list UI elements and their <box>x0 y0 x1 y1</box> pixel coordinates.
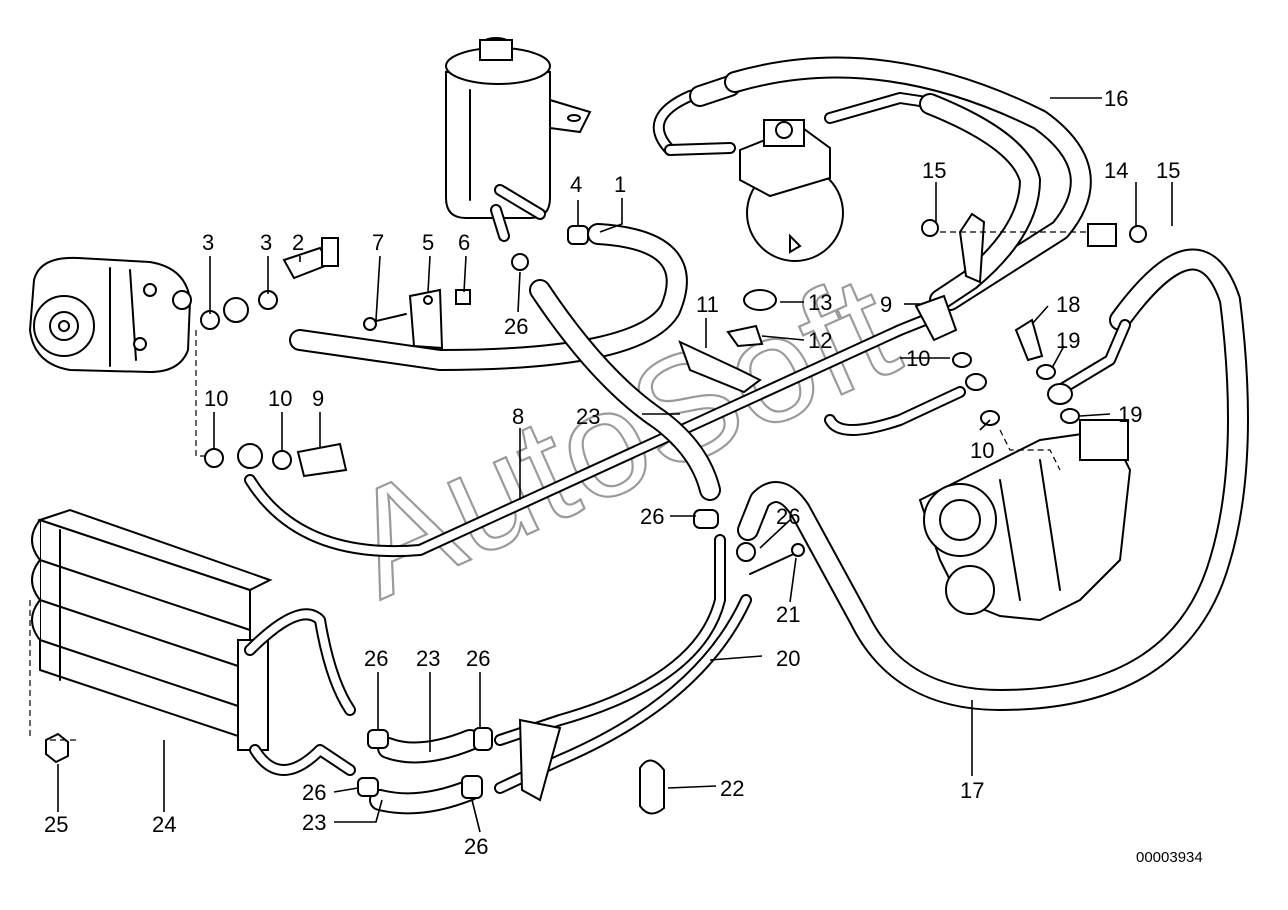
callout-10: 10 <box>204 386 228 411</box>
callout-5: 5 <box>422 230 434 255</box>
callout-23: 23 <box>302 810 326 835</box>
callout-3: 3 <box>260 230 272 255</box>
callout-26: 26 <box>640 504 664 529</box>
return-line-16 <box>724 56 1092 311</box>
callout-10: 10 <box>268 386 292 411</box>
pressure-line-8 <box>244 312 936 558</box>
callout-22: 22 <box>720 776 744 801</box>
callout-14: 14 <box>1104 158 1128 183</box>
callout-19: 19 <box>1118 402 1142 427</box>
callout-labels: 1 2 3 3 4 5 6 7 8 9 9 10 10 10 10 11 12 … <box>44 86 1180 859</box>
callout-4: 4 <box>570 172 582 197</box>
callout-10: 10 <box>970 438 994 463</box>
callout-26: 26 <box>504 314 528 339</box>
callout-1: 1 <box>614 172 626 197</box>
callout-23: 23 <box>416 646 440 671</box>
callout-10: 10 <box>906 346 930 371</box>
callout-26: 26 <box>464 834 488 859</box>
callout-18: 18 <box>1056 292 1080 317</box>
callout-3: 3 <box>202 230 214 255</box>
callout-9: 9 <box>880 292 892 317</box>
diagram-reference-number: 00003934 <box>1136 849 1203 866</box>
hose-1 <box>289 223 688 371</box>
cooler-hoses <box>244 534 752 815</box>
callout-19: 19 <box>1056 328 1080 353</box>
callout-15: 15 <box>1156 158 1180 183</box>
pressure-accumulator <box>739 119 844 262</box>
callout-16: 16 <box>1104 86 1128 111</box>
callout-24: 24 <box>152 812 176 837</box>
callout-12: 12 <box>808 328 832 353</box>
steering-gear-box <box>918 419 1132 622</box>
callout-20: 20 <box>776 646 800 671</box>
callout-25: 25 <box>44 812 68 837</box>
callout-21: 21 <box>776 602 800 627</box>
callout-11: 11 <box>696 292 719 317</box>
callout-8: 8 <box>512 404 524 429</box>
assembly-lines <box>29 231 1090 741</box>
callout-15: 15 <box>922 158 946 183</box>
callout-26: 26 <box>364 646 388 671</box>
callout-26: 26 <box>776 504 800 529</box>
callout-26: 26 <box>302 780 326 805</box>
callout-6: 6 <box>458 230 470 255</box>
oil-cooler <box>31 508 273 751</box>
hose-17 <box>737 248 1249 711</box>
callout-17: 17 <box>960 778 984 803</box>
callout-23: 23 <box>576 404 600 429</box>
callout-13: 13 <box>808 290 832 315</box>
callout-9: 9 <box>312 386 324 411</box>
callout-26: 26 <box>466 646 490 671</box>
callout-2: 2 <box>292 230 304 255</box>
callout-7: 7 <box>372 230 384 255</box>
power-steering-pump <box>28 256 192 374</box>
leader-lines <box>57 97 1173 833</box>
fluid-reservoir <box>445 37 592 242</box>
